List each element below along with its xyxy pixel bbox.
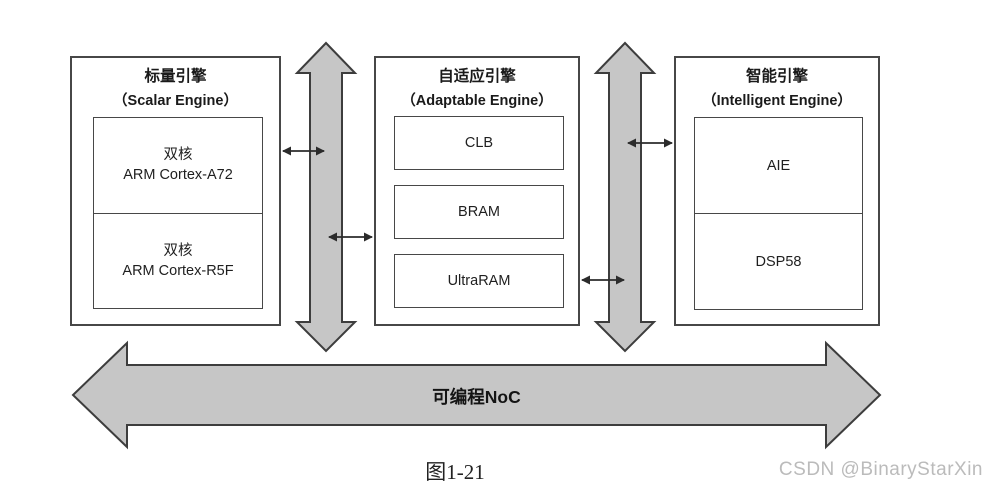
vertical-bus-arrow-left — [294, 41, 358, 353]
figure-caption: 图1-21 — [425, 460, 485, 484]
adaptable-engine-box: 自适应引擎 （Adaptable Engine） CLB BRAM UltraR… — [374, 56, 580, 326]
adaptable-engine-title-cn: 自适应引擎 — [438, 68, 516, 85]
scalar-core-r5f-line1: 双核 — [163, 242, 193, 259]
noc-label: 可编程NoC — [432, 387, 521, 407]
scalar-engine-box: 标量引擎 （Scalar Engine） 双核 ARM Cortex-A72 双… — [70, 56, 281, 326]
watermark: CSDN @BinaryStarXin — [778, 459, 983, 480]
adaptable-engine-title-en: （Adaptable Engine） — [401, 93, 553, 109]
scalar-core-a72-line2: ARM Cortex-A72 — [123, 167, 233, 184]
intelligent-engine-title-cn: 智能引擎 — [745, 68, 808, 85]
noc-double-arrow — [71, 340, 882, 450]
scalar-core-stack: 双核 ARM Cortex-A72 双核 ARM Cortex-R5F — [93, 117, 263, 309]
intelligent-engine-box: 智能引擎 （Intelligent Engine） AIE DSP58 — [674, 56, 880, 326]
scalar-core-a72: 双核 ARM Cortex-A72 — [94, 118, 262, 213]
adaptable-block-bram: BRAM — [394, 185, 564, 239]
intelligent-block-aie: AIE — [766, 157, 791, 174]
vertical-bus-arrow-right — [593, 41, 657, 353]
adaptable-block-clb: CLB — [394, 116, 564, 170]
scalar-engine-title-cn: 标量引擎 — [144, 68, 207, 85]
scalar-core-r5f-line2: ARM Cortex-R5F — [122, 262, 234, 279]
intelligent-block-dsp58: DSP58 — [695, 213, 862, 309]
scalar-core-r5f: 双核 ARM Cortex-R5F — [94, 212, 262, 309]
scalar-engine-title-en: （Scalar Engine） — [113, 93, 238, 109]
scalar-core-a72-line1: 双核 — [163, 147, 193, 164]
intelligent-engine-title-en: （Intelligent Engine） — [702, 93, 852, 109]
intelligent-block-stack: AIE DSP58 — [694, 117, 863, 310]
adaptable-block-ultraram: UltraRAM — [394, 254, 564, 308]
